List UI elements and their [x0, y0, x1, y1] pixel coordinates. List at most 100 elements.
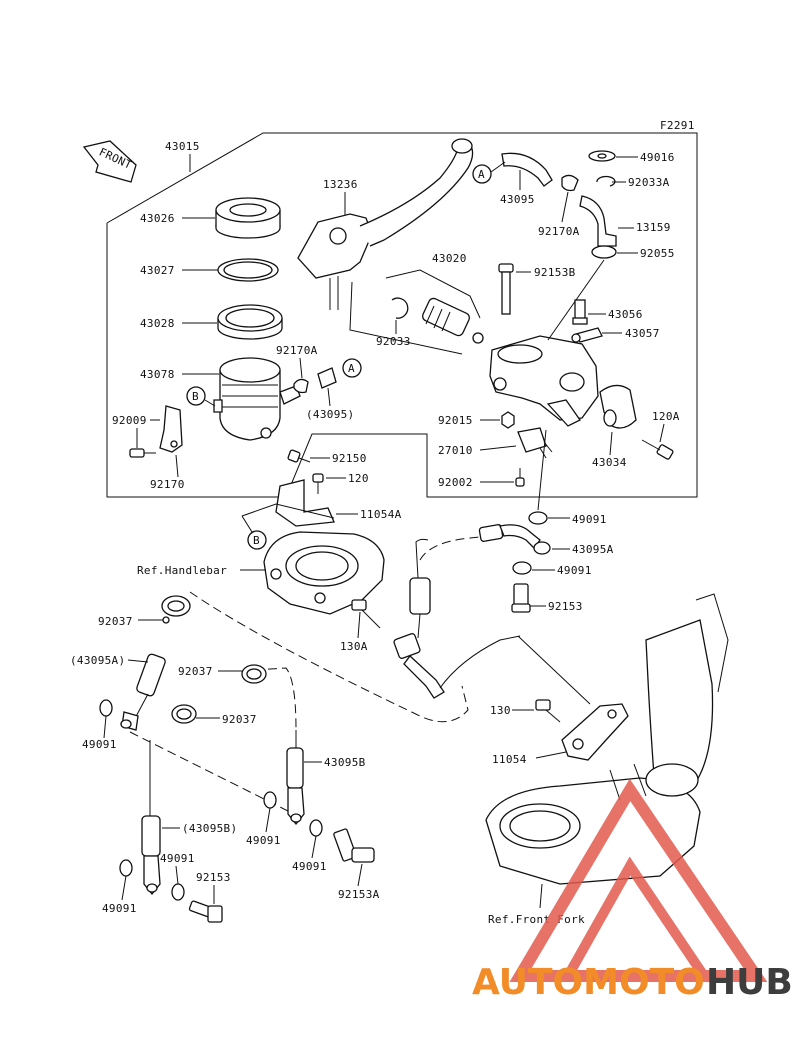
- bolt-130a: [351, 599, 381, 629]
- label-92055: 92055: [640, 247, 675, 260]
- ref-circle-b2: [247, 530, 267, 550]
- label-43095b: 43095B: [324, 756, 366, 769]
- label-49091-e: 49091: [292, 860, 327, 873]
- ref-a-label: A: [348, 362, 355, 375]
- washer-49091-f: [171, 883, 185, 901]
- label-92037-a: 92037: [98, 615, 133, 628]
- fork-tube: [695, 593, 729, 693]
- handlebar-guide: [189, 591, 469, 723]
- elbow-13159: [579, 195, 617, 247]
- hose-43095a: [478, 524, 551, 555]
- label-92037-c: 92037: [222, 713, 257, 726]
- ref-b-label: B: [192, 390, 199, 403]
- clip-92170a: [293, 378, 309, 394]
- ref-front-fork: Ref.Front Fork: [488, 913, 585, 926]
- label-43020: 43020: [432, 252, 467, 265]
- label-43057: 43057: [625, 327, 660, 340]
- label-49091-a: 49091: [572, 513, 607, 526]
- circlip-92033a: [596, 175, 616, 187]
- hose-43095b: [286, 730, 305, 826]
- label-120a: 120A: [652, 410, 680, 423]
- label-130a: 130A: [340, 640, 368, 653]
- ref-circle-a-top: [472, 164, 492, 184]
- piston-kit: [421, 297, 484, 344]
- label-49091-b: 49091: [557, 564, 592, 577]
- circlip-92033: [391, 297, 409, 319]
- ref-b2-label: B: [253, 534, 260, 547]
- brake-lever: [297, 138, 474, 310]
- label-49091-c: 49091: [82, 738, 117, 751]
- label-27010: 27010: [438, 444, 473, 457]
- diaphragm-ring: [217, 258, 279, 282]
- hose-43095: [501, 152, 553, 187]
- label-92153b: 92153B: [534, 266, 576, 279]
- label-43034: 43034: [592, 456, 627, 469]
- watermark-logo: [509, 778, 768, 982]
- label-92153: 92153: [548, 600, 583, 613]
- bolt-120: [312, 473, 324, 494]
- clamp-92037-b: [241, 664, 267, 684]
- label-49091-d: 49091: [246, 834, 281, 847]
- label-43027: 43027: [140, 264, 175, 277]
- bracket-11054a: [275, 479, 335, 527]
- assembly-outline: [106, 132, 698, 498]
- label-43026: 43026: [140, 212, 175, 225]
- label-92033a: 92033A: [628, 176, 670, 189]
- label-43095a-paren: (43095A): [70, 654, 125, 667]
- hose-43095a-left: [120, 653, 166, 731]
- clip-92170a-top: [561, 174, 579, 192]
- label-43095-paren: (43095): [306, 408, 354, 421]
- washer-49091-c: [99, 699, 113, 717]
- clamp-92037-c: [171, 704, 197, 724]
- label-92153a: 92153A: [338, 888, 380, 901]
- handlebar-clamp: [263, 531, 385, 615]
- washer-49091-e: [309, 819, 323, 837]
- label-92170a-left: 92170A: [276, 344, 318, 357]
- ref-circle-a: [342, 358, 362, 378]
- nut-92015: [501, 411, 515, 429]
- washer-49091-a: [528, 511, 548, 525]
- screw-92150: [287, 449, 311, 463]
- bleeder-43056: [572, 299, 588, 325]
- label-43028: 43028: [140, 317, 175, 330]
- label-43056: 43056: [608, 308, 643, 321]
- hose-43095b-left: [141, 740, 161, 896]
- master-cylinder-body: [489, 335, 599, 427]
- label-120: 120: [348, 472, 369, 485]
- label-49091-f: 49091: [160, 852, 195, 865]
- bolt-92009: [129, 448, 156, 458]
- diaphragm-plate: [217, 304, 283, 340]
- diagram-code: F2291: [660, 119, 695, 132]
- hose-guide-upper: [419, 535, 489, 561]
- holder-43034: [599, 384, 637, 429]
- clamp-92037-a: [161, 595, 191, 624]
- bolt-92153b: [498, 263, 514, 315]
- label-43095a: 43095A: [572, 543, 614, 556]
- bracket-11054: [561, 703, 629, 761]
- label-92150: 92150: [332, 452, 367, 465]
- label-92015: 92015: [438, 414, 473, 427]
- label-49016: 49016: [640, 151, 675, 164]
- label-43078: 43078: [140, 368, 175, 381]
- bolt-92153: [511, 583, 531, 613]
- screw-92002: [515, 468, 525, 487]
- label-43015: 43015: [165, 140, 200, 153]
- label-13236: 13236: [323, 178, 358, 191]
- oring-92055: [591, 245, 617, 259]
- label-92170: 92170: [150, 478, 185, 491]
- label-92170a-top: 92170A: [538, 225, 580, 238]
- reservoir-cap: [215, 197, 281, 239]
- label-92009: 92009: [112, 414, 147, 427]
- washer-49091-g: [119, 859, 133, 877]
- bolt-92153a: [333, 828, 375, 863]
- label-92002: 92002: [438, 476, 473, 489]
- label-13159: 13159: [636, 221, 671, 234]
- label-49091-g: 49091: [102, 902, 137, 915]
- hose-center: [393, 538, 521, 699]
- bolt-92153-b: [188, 900, 223, 923]
- reservoir-body: [213, 357, 301, 441]
- hose-guide-lower: [129, 731, 291, 813]
- label-11054: 11054: [492, 753, 527, 766]
